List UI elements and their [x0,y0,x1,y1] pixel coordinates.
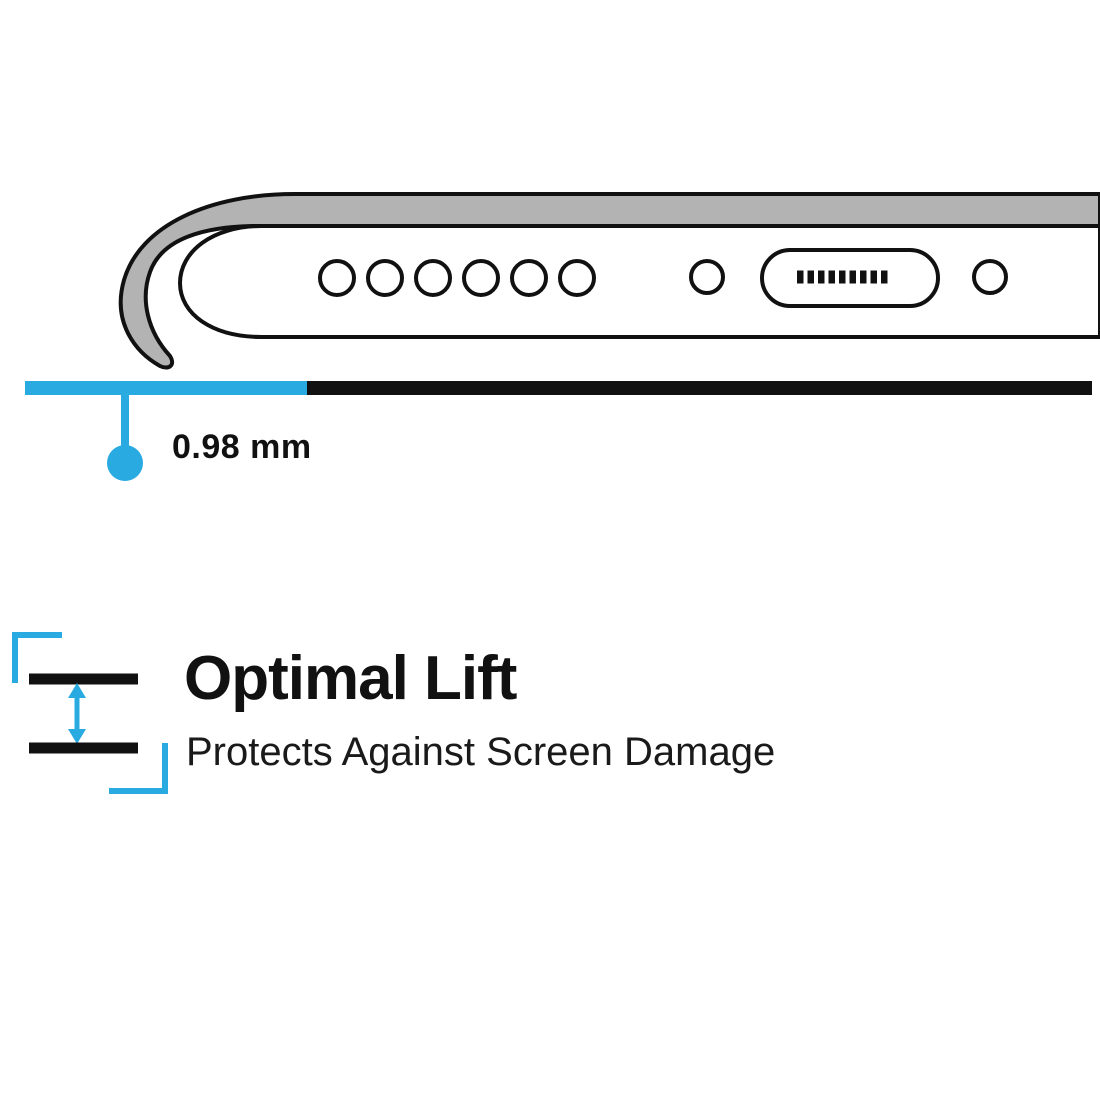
arrow-shaft [74,697,80,730]
lift-gap-highlight-bar [25,381,307,395]
case-bumper-shape [118,192,1100,370]
speaker-hole-icon [414,259,452,297]
speaker-hole-icon [318,259,356,297]
speaker-hole-icon [510,259,548,297]
speaker-hole-icon [462,259,500,297]
speaker-hole-icon [366,259,404,297]
screw-icon [689,259,725,295]
bracket-bottom-right [109,743,168,794]
phone-body-shape [178,224,1100,339]
measure-point-dot [107,445,143,481]
feature-title: Optimal Lift [184,644,517,713]
arrow-up-head [68,683,86,698]
arrow-down-head [68,729,86,744]
speaker-hole-icon [558,259,596,297]
measurement-label: 0.98 mm [172,428,312,466]
feature-subtitle: Protects Against Screen Damage [186,730,776,774]
phone-bottom-edge-illustration [25,192,1100,481]
bracket-top-left [12,632,62,683]
surface-baseline-bar [307,381,1092,395]
screw-icon [972,259,1008,295]
lift-gap-icon [12,632,168,794]
speaker-holes [318,259,596,297]
measure-leader-line [121,393,129,449]
